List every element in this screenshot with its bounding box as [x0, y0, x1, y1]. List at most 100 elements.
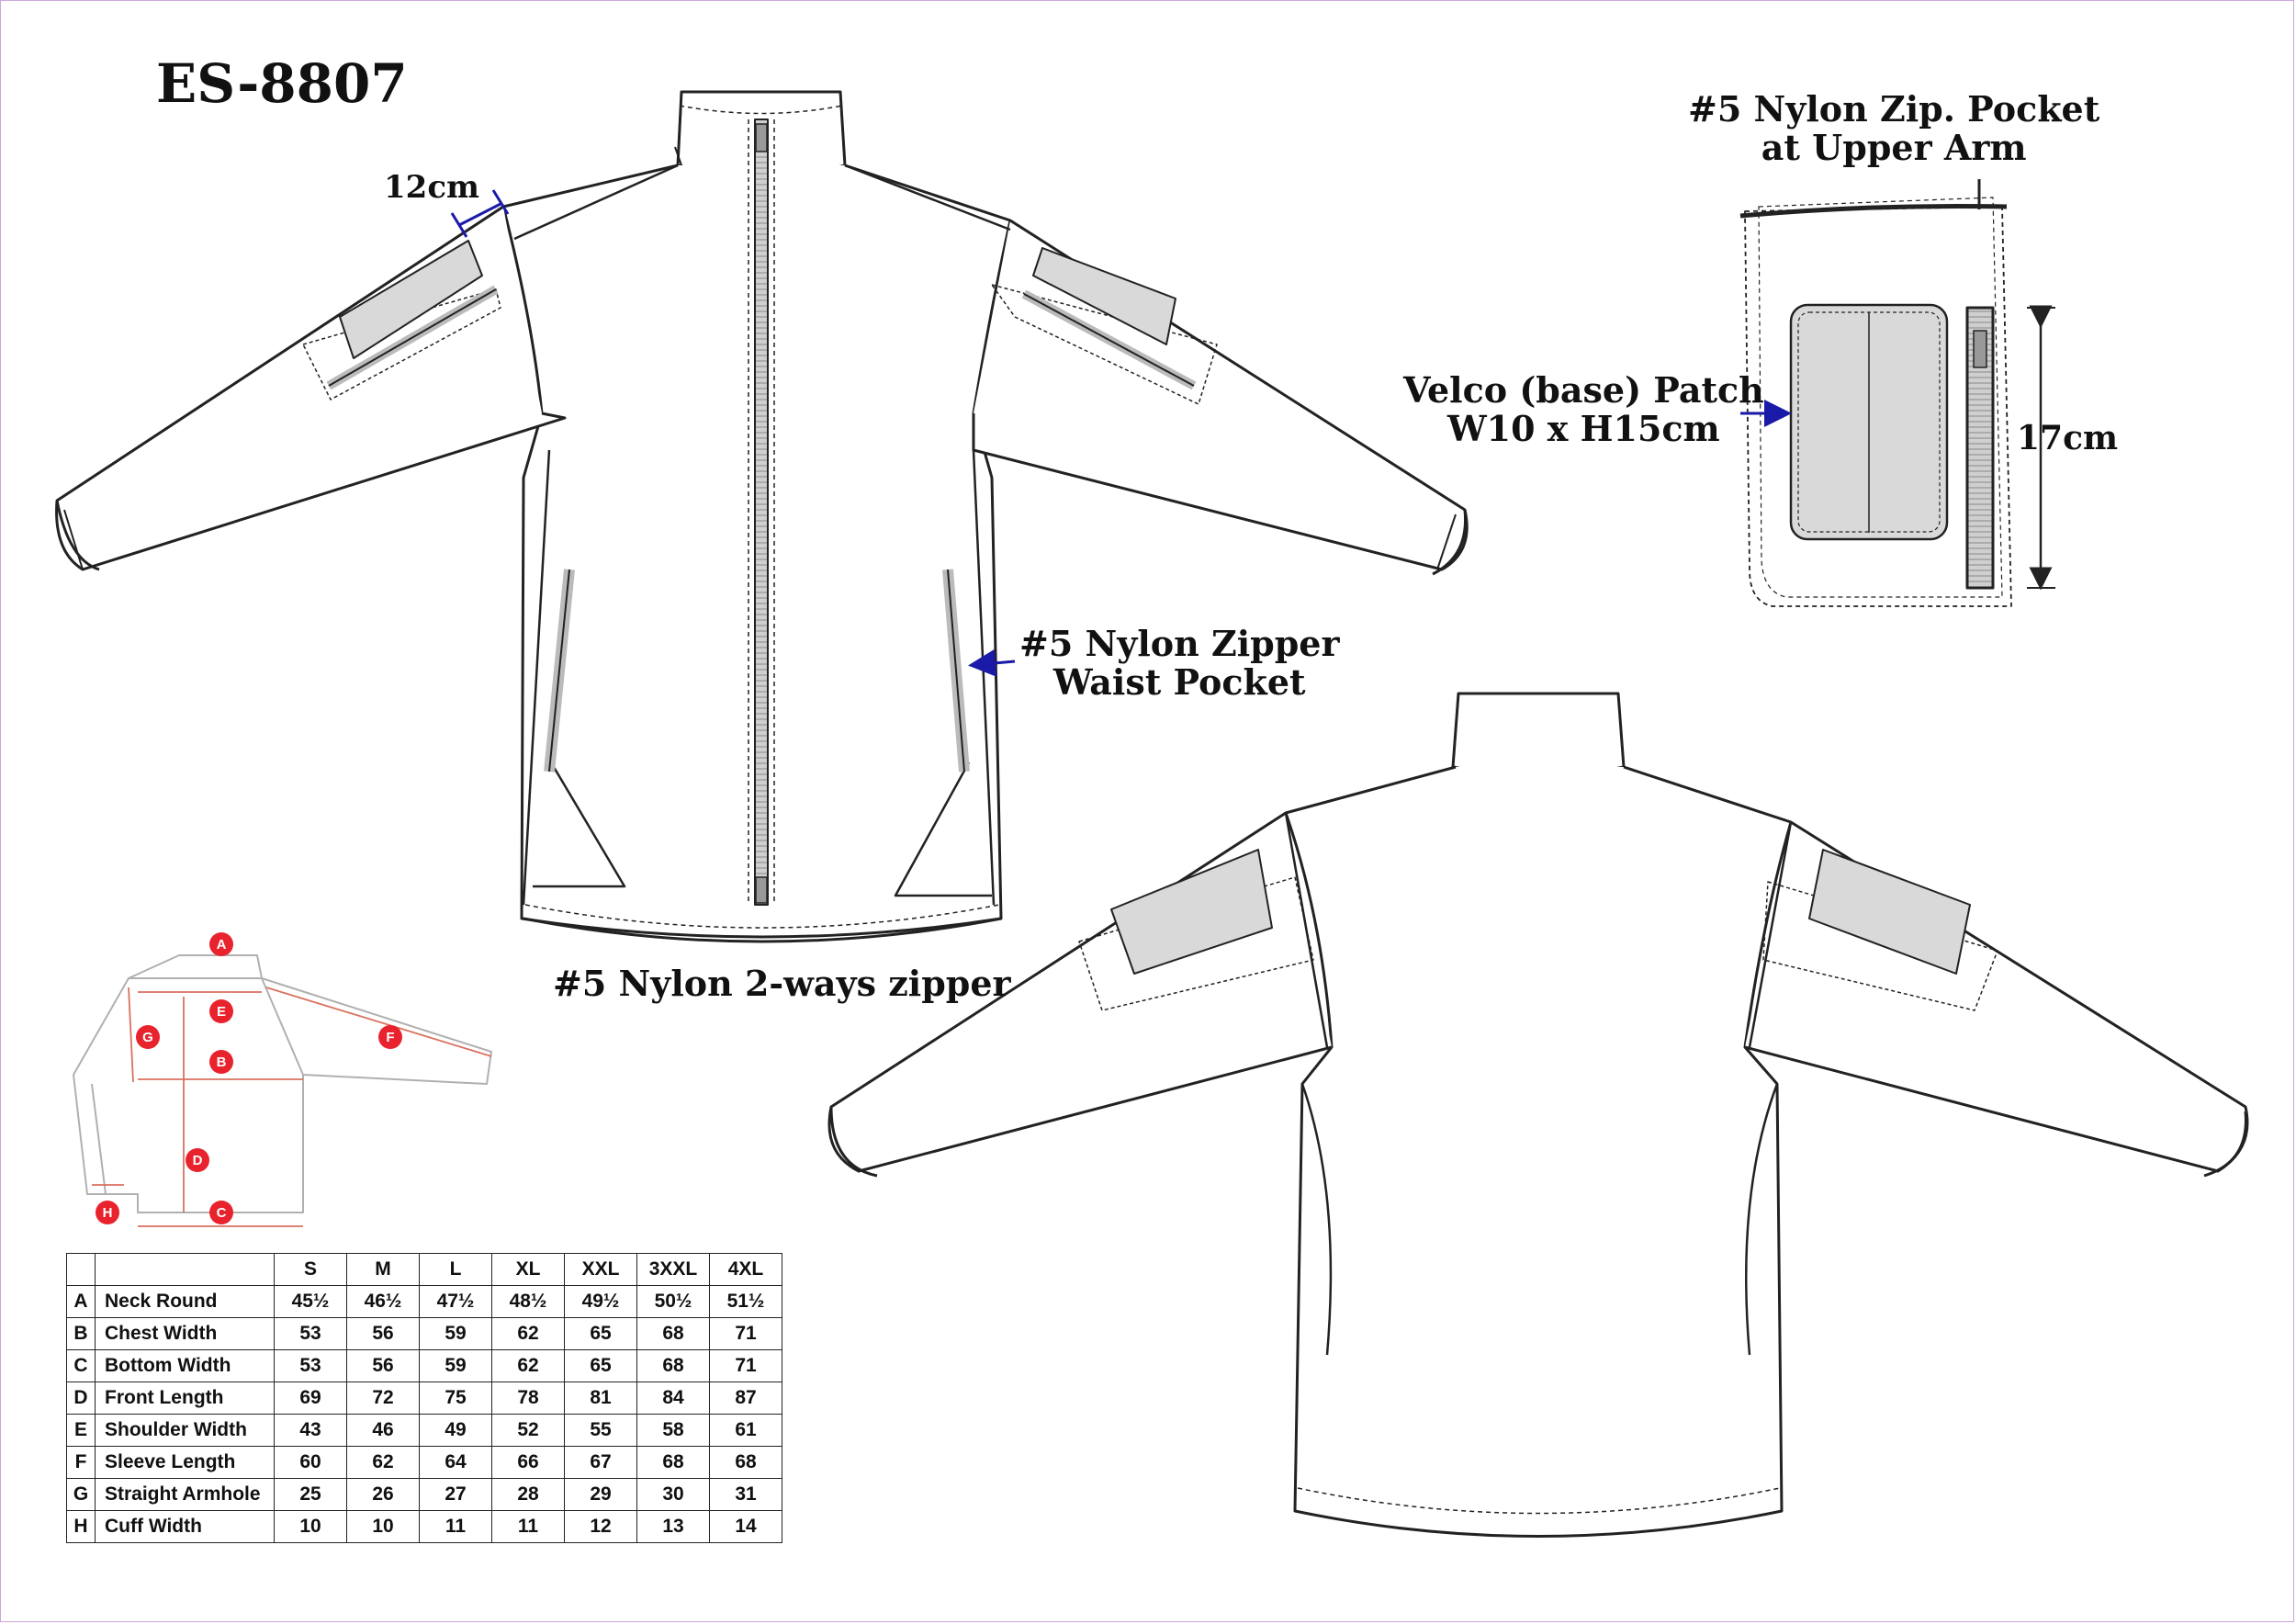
front-zipper-label: #5 Nylon 2-ways zipper [553, 963, 1011, 1004]
cell: 59 [419, 1317, 492, 1350]
table-row: B Chest Width 53 56 59 62 65 68 71 [66, 1317, 782, 1350]
cell: 53 [274, 1349, 347, 1382]
row-letter: B [66, 1317, 96, 1350]
cell: 68 [636, 1349, 710, 1382]
cell: 68 [636, 1446, 710, 1479]
size-col-xxl: XXL [564, 1253, 637, 1286]
cell: 49½ [564, 1285, 637, 1318]
measure-point-e: E [209, 999, 233, 1023]
cell: 29 [564, 1478, 637, 1511]
patch-label: Velco (base) Patch W10 x H15cm [1403, 371, 1764, 448]
waist-pocket-label-line1: #5 Nylon Zipper [1019, 623, 1340, 664]
cell: 27 [419, 1478, 492, 1511]
cell: 46½ [346, 1285, 420, 1318]
cell: 56 [346, 1317, 420, 1350]
measure-point-d: D [186, 1148, 209, 1172]
table-row: D Front Length 69 72 75 78 81 84 87 [66, 1382, 782, 1415]
cell: 66 [491, 1446, 565, 1479]
size-col-xl: XL [491, 1253, 565, 1286]
cell: 60 [274, 1446, 347, 1479]
row-letter: H [66, 1510, 96, 1543]
cell: 52 [491, 1414, 565, 1447]
row-label: Straight Armhole [95, 1478, 275, 1511]
cell: 65 [564, 1349, 637, 1382]
cell: 10 [274, 1510, 347, 1543]
row-letter: G [66, 1478, 96, 1511]
cell: 28 [491, 1478, 565, 1511]
cell: 55 [564, 1414, 637, 1447]
row-label: Neck Round [95, 1285, 275, 1318]
cell: 26 [346, 1478, 420, 1511]
measure-point-f: F [378, 1025, 402, 1049]
sleeve-pocket-width-label: 12cm [384, 169, 479, 206]
table-row: E Shoulder Width 43 46 49 52 55 58 61 [66, 1414, 782, 1447]
cell: 51½ [709, 1285, 782, 1318]
table-row: H Cuff Width 10 10 11 11 12 13 14 [66, 1510, 782, 1543]
cell: 68 [636, 1317, 710, 1350]
size-col-s: S [274, 1253, 347, 1286]
cell: 71 [709, 1349, 782, 1382]
cell: 45½ [274, 1285, 347, 1318]
cell: 64 [419, 1446, 492, 1479]
table-row: A Neck Round 45½ 46½ 47½ 48½ 49½ 50½ 51½ [66, 1285, 782, 1318]
arm-pocket-label: #5 Nylon Zip. Pocket at Upper Arm [1688, 90, 2099, 167]
arm-pocket-label-line1: #5 Nylon Zip. Pocket [1688, 88, 2100, 130]
cell: 53 [274, 1317, 347, 1350]
cell: 78 [491, 1382, 565, 1415]
front-jacket [55, 90, 1469, 943]
size-chart: S M L XL XXL 3XXL 4XL A Neck Round 45½ 4… [66, 1253, 782, 1543]
cell: 87 [709, 1382, 782, 1415]
table-row: G Straight Armhole 25 26 27 28 29 30 31 [66, 1478, 782, 1511]
size-col-m: M [346, 1253, 420, 1286]
row-label: Cuff Width [95, 1510, 275, 1543]
cell: 61 [709, 1414, 782, 1447]
patch-label-line2: W10 x H15cm [1446, 407, 1720, 449]
cell: 71 [709, 1317, 782, 1350]
row-letter: E [66, 1414, 96, 1447]
cell: 75 [419, 1382, 492, 1415]
row-letter: A [66, 1285, 96, 1318]
table-row: F Sleeve Length 60 62 64 66 67 68 68 [66, 1446, 782, 1479]
size-col-3xxl: 3XXL [636, 1253, 710, 1286]
cell: 81 [564, 1382, 637, 1415]
cell: 58 [636, 1414, 710, 1447]
cell: 30 [636, 1478, 710, 1511]
measure-point-b: B [209, 1050, 233, 1074]
measurement-diagram [73, 954, 492, 1227]
cell: 84 [636, 1382, 710, 1415]
cell: 62 [491, 1317, 565, 1350]
cell: 49 [419, 1414, 492, 1447]
row-label: Shoulder Width [95, 1414, 275, 1447]
measure-point-g: G [136, 1025, 160, 1049]
row-label: Bottom Width [95, 1349, 275, 1382]
cell: 56 [346, 1349, 420, 1382]
row-letter: D [66, 1382, 96, 1415]
cell: 10 [346, 1510, 420, 1543]
cell: 50½ [636, 1285, 710, 1318]
cell: 43 [274, 1414, 347, 1447]
cell: 11 [491, 1510, 565, 1543]
measure-point-c: C [209, 1201, 233, 1224]
header-blank-letter [66, 1253, 96, 1286]
dimension-12cm-arrow [450, 189, 510, 238]
cell: 67 [564, 1446, 637, 1479]
header-blank-label [95, 1253, 275, 1286]
waist-pocket-arrow [968, 648, 1016, 677]
cell: 59 [419, 1349, 492, 1382]
arm-pocket-detail [1739, 179, 2055, 607]
cell: 11 [419, 1510, 492, 1543]
size-chart-header: S M L XL XXL 3XXL 4XL [66, 1253, 782, 1286]
row-letter: C [66, 1349, 96, 1382]
patch-label-line1: Velco (base) Patch [1403, 369, 1764, 411]
size-col-4xl: 4XL [709, 1253, 782, 1286]
cell: 72 [346, 1382, 420, 1415]
table-row: C Bottom Width 53 56 59 62 65 68 71 [66, 1349, 782, 1382]
row-letter: F [66, 1446, 96, 1479]
measure-point-h: H [96, 1201, 119, 1224]
cell: 62 [346, 1446, 420, 1479]
cell: 14 [709, 1510, 782, 1543]
cell: 69 [274, 1382, 347, 1415]
cell: 68 [709, 1446, 782, 1479]
